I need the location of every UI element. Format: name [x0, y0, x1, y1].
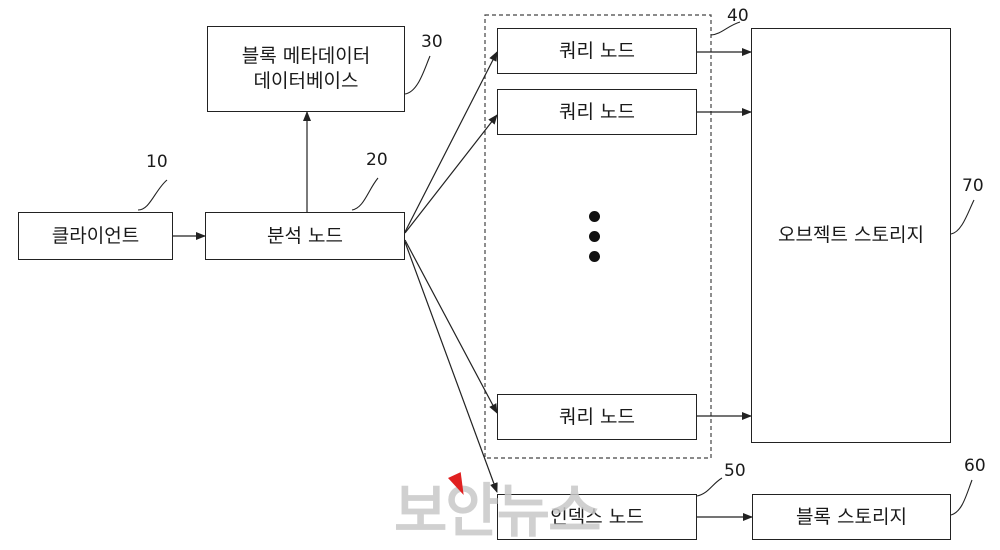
arrow-analysis-to-index — [404, 241, 498, 493]
metadata-database-label: 블록 메타데이터 데이터베이스 — [241, 45, 371, 92]
object-storage-label: 오브젝트 스토리지 — [778, 224, 924, 247]
leader-50 — [696, 477, 723, 497]
block-storage-label: 블록 스토리지 — [796, 505, 907, 528]
watermark-logo: 보안뉴스 — [394, 477, 601, 545]
ref-70: 70 — [962, 176, 984, 196]
ref-60: 60 — [964, 456, 986, 476]
ellipsis-dot-2 — [589, 231, 600, 242]
query-node-3-label: 쿼리 노드 — [559, 405, 635, 428]
index-node-label: 인덱스 노드 — [550, 505, 644, 528]
leader-60 — [950, 479, 973, 516]
arrow-analysis-to-query-1 — [404, 51, 498, 233]
ref-50: 50 — [724, 461, 746, 481]
object-storage: 오브젝트 스토리지 — [751, 28, 951, 443]
leader-10 — [137, 179, 168, 211]
ellipsis-dot-1 — [589, 211, 600, 222]
client-node: 클라이언트 — [18, 212, 173, 260]
leader-20 — [351, 177, 379, 211]
ref-40: 40 — [727, 6, 749, 26]
ellipsis-dot-3 — [589, 251, 600, 262]
client-node-label: 클라이언트 — [51, 224, 140, 247]
query-node-2: 쿼리 노드 — [497, 89, 697, 135]
query-node-2-label: 쿼리 노드 — [559, 100, 635, 123]
leader-70 — [950, 199, 975, 235]
ref-10: 10 — [146, 152, 168, 172]
index-node: 인덱스 노드 — [497, 494, 697, 540]
ref-20: 20 — [366, 150, 388, 170]
arrow-analysis-to-query-2 — [404, 114, 498, 234]
leader-30 — [404, 55, 431, 95]
block-storage: 블록 스토리지 — [752, 494, 951, 540]
leader-40 — [710, 21, 741, 36]
query-node-1: 쿼리 노드 — [497, 28, 697, 74]
query-node-1-label: 쿼리 노드 — [559, 39, 635, 62]
analysis-node: 분석 노드 — [205, 212, 405, 260]
metadata-database: 블록 메타데이터 데이터베이스 — [207, 26, 405, 112]
query-node-3: 쿼리 노드 — [497, 394, 697, 440]
analysis-node-label: 분석 노드 — [267, 224, 343, 247]
query-node-group-border — [484, 14, 712, 459]
ref-30: 30 — [421, 32, 443, 52]
arrow-analysis-to-query-3 — [404, 239, 498, 414]
